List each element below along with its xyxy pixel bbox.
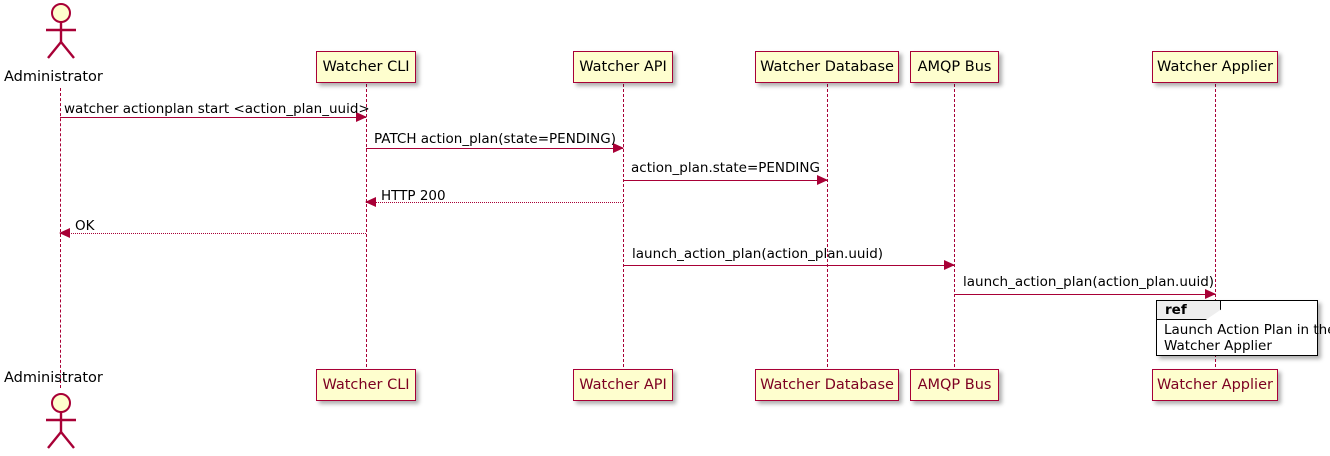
- arrow-head-right: [944, 260, 955, 270]
- lifeline-watcher-cli: [366, 84, 367, 372]
- ref-fragment-launch-action-plan: ref Launch Action Plan in the Watcher Ap…: [1156, 300, 1330, 356]
- arrow-head-right: [1205, 289, 1216, 299]
- message-label-http-200: HTTP 200: [381, 188, 446, 204]
- participant-box-watcher-cli-bottom[interactable]: Watcher CLI: [316, 369, 416, 401]
- participant-box-watcher-api-bottom[interactable]: Watcher API: [573, 369, 673, 401]
- actor-label-administrator-top: Administrator: [4, 69, 103, 85]
- participant-box-watcher-cli-top[interactable]: Watcher CLI: [316, 51, 416, 83]
- arrow-line: [60, 233, 366, 234]
- arrow-line: [60, 117, 366, 118]
- participant-box-amqp-bus-bottom[interactable]: AMQP Bus: [910, 369, 999, 401]
- arrow-head-left: [365, 197, 376, 207]
- message-label-patch-action-plan: PATCH action_plan(state=PENDING): [374, 131, 616, 147]
- actor-administrator-bottom: [40, 392, 82, 450]
- actor-label-administrator-bottom: Administrator: [4, 370, 103, 386]
- message-label-launch-action-plan-to-applier: launch_action_plan(action_plan.uuid): [963, 274, 1215, 290]
- actor-administrator-top: [40, 2, 82, 60]
- arrow-head-right: [356, 112, 367, 122]
- arrow-head-right: [613, 143, 624, 153]
- participant-box-watcher-applier-top[interactable]: Watcher Applier: [1152, 51, 1278, 83]
- participant-box-watcher-applier-bottom[interactable]: Watcher Applier: [1152, 369, 1278, 401]
- arrow-line: [623, 180, 827, 181]
- message-label-ok: OK: [75, 218, 95, 234]
- message-label-action-plan-state-pending: action_plan.state=PENDING: [631, 160, 820, 176]
- ref-fragment-tab-label: ref: [1165, 302, 1187, 318]
- lifeline-watcher-api: [623, 84, 624, 372]
- message-label-launch-action-plan-to-bus: launch_action_plan(action_plan.uuid): [632, 246, 884, 262]
- participant-box-amqp-bus-top[interactable]: AMQP Bus: [910, 51, 999, 83]
- lifeline-administrator: [60, 88, 61, 388]
- ref-fragment-tab: ref: [1157, 301, 1221, 320]
- arrow-head-right: [817, 175, 828, 185]
- participant-box-watcher-database-bottom[interactable]: Watcher Database: [755, 369, 899, 401]
- lifeline-watcher-database: [827, 84, 828, 372]
- arrow-head-left: [59, 228, 70, 238]
- message-label-watcher-actionplan-start: watcher actionplan start <action_plan_uu…: [64, 101, 370, 117]
- participant-box-watcher-api-top[interactable]: Watcher API: [573, 51, 673, 83]
- ref-fragment-body: Launch Action Plan in the Watcher Applie…: [1164, 322, 1330, 354]
- arrow-line: [954, 294, 1215, 295]
- participant-box-watcher-database-top[interactable]: Watcher Database: [755, 51, 899, 83]
- arrow-line: [366, 202, 623, 203]
- lifeline-watcher-applier: [1215, 84, 1216, 372]
- arrow-line: [366, 148, 623, 149]
- arrow-line: [623, 265, 954, 266]
- ref-fragment-body-line-2: Watcher Applier: [1164, 337, 1272, 354]
- lifeline-amqp-bus: [954, 84, 955, 372]
- ref-fragment-body-line-1: Launch Action Plan in the: [1164, 322, 1330, 338]
